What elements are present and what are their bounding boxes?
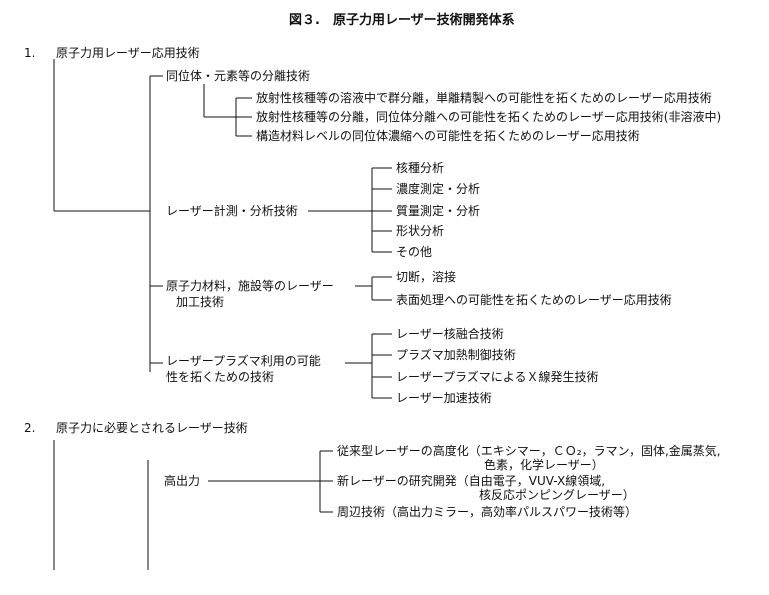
measurement-item: 濃度測定・分析: [396, 182, 481, 196]
plasma-label-line1: レーザープラズマ利用の可能: [166, 354, 321, 368]
processing-label-line1: 原子力材料，施設等のレーザー: [166, 279, 334, 293]
plasma-item: レーザー加速技術: [396, 391, 492, 405]
processing-item: 表面処理への可能性を拓くためのレーザー応用技術: [396, 293, 672, 307]
high-power-item-line1: 新レーザーの研究開発（自由電子，VUV-X線領域,: [337, 474, 606, 488]
isotope-item: 放射性核種等の分離，同位体分離への可能性を拓くためのレーザー応用技術(非溶液中): [256, 110, 722, 124]
processing-item: 切断，溶接: [396, 270, 457, 284]
measurement-item: 核種分析: [396, 161, 445, 175]
section1-title: 原子力用レーザー応用技術: [56, 46, 200, 60]
high-power-item-line2: 色素，化学レーザー）: [484, 458, 604, 472]
isotope-item: 構造材料レベルの同位体濃縮への可能性を拓くためのレーザー応用技術: [256, 129, 640, 143]
high-power-item-line2: 核反応ポンピングレーザー）: [479, 488, 635, 502]
figure-title: 図３. 原子力用レーザー技術開発体系: [289, 13, 515, 28]
isotope-separation-label: 同位体・元素等の分離技術: [166, 69, 311, 83]
plasma-item: レーザープラズマによるＸ線発生技術: [396, 370, 599, 384]
high-power-item-line1: 従来型レーザーの高度化（エキシマー，ＣＯ₂，ラマン，固体,金属蒸気,: [337, 444, 721, 458]
high-power-item-line1: 周辺技術（高出力ミラー，高効率パルスパワー技術等）: [337, 505, 638, 519]
high-power-label: 高出力: [164, 474, 201, 488]
measurement-item: 形状分析: [396, 224, 445, 238]
plasma-label-line2: 性を拓くための技術: [166, 370, 275, 384]
section2-number: 2.: [24, 421, 36, 435]
measurement-label: レーザー計測・分析技術: [166, 204, 298, 218]
processing-label-line2: 加工技術: [176, 295, 225, 309]
measurement-item: 質量測定・分析: [396, 204, 481, 218]
section1-number: 1.: [24, 46, 36, 60]
isotope-item: 放射性核種等の溶液中で群分離，単離精製への可能性を拓くためのレーザー応用技術: [256, 91, 712, 105]
plasma-item: レーザー核融合技術: [396, 327, 504, 341]
plasma-item: プラズマ加熱制御技術: [396, 348, 516, 362]
measurement-item: その他: [396, 245, 433, 259]
section2-title: 原子力に必要とされるレーザー技術: [56, 421, 248, 435]
